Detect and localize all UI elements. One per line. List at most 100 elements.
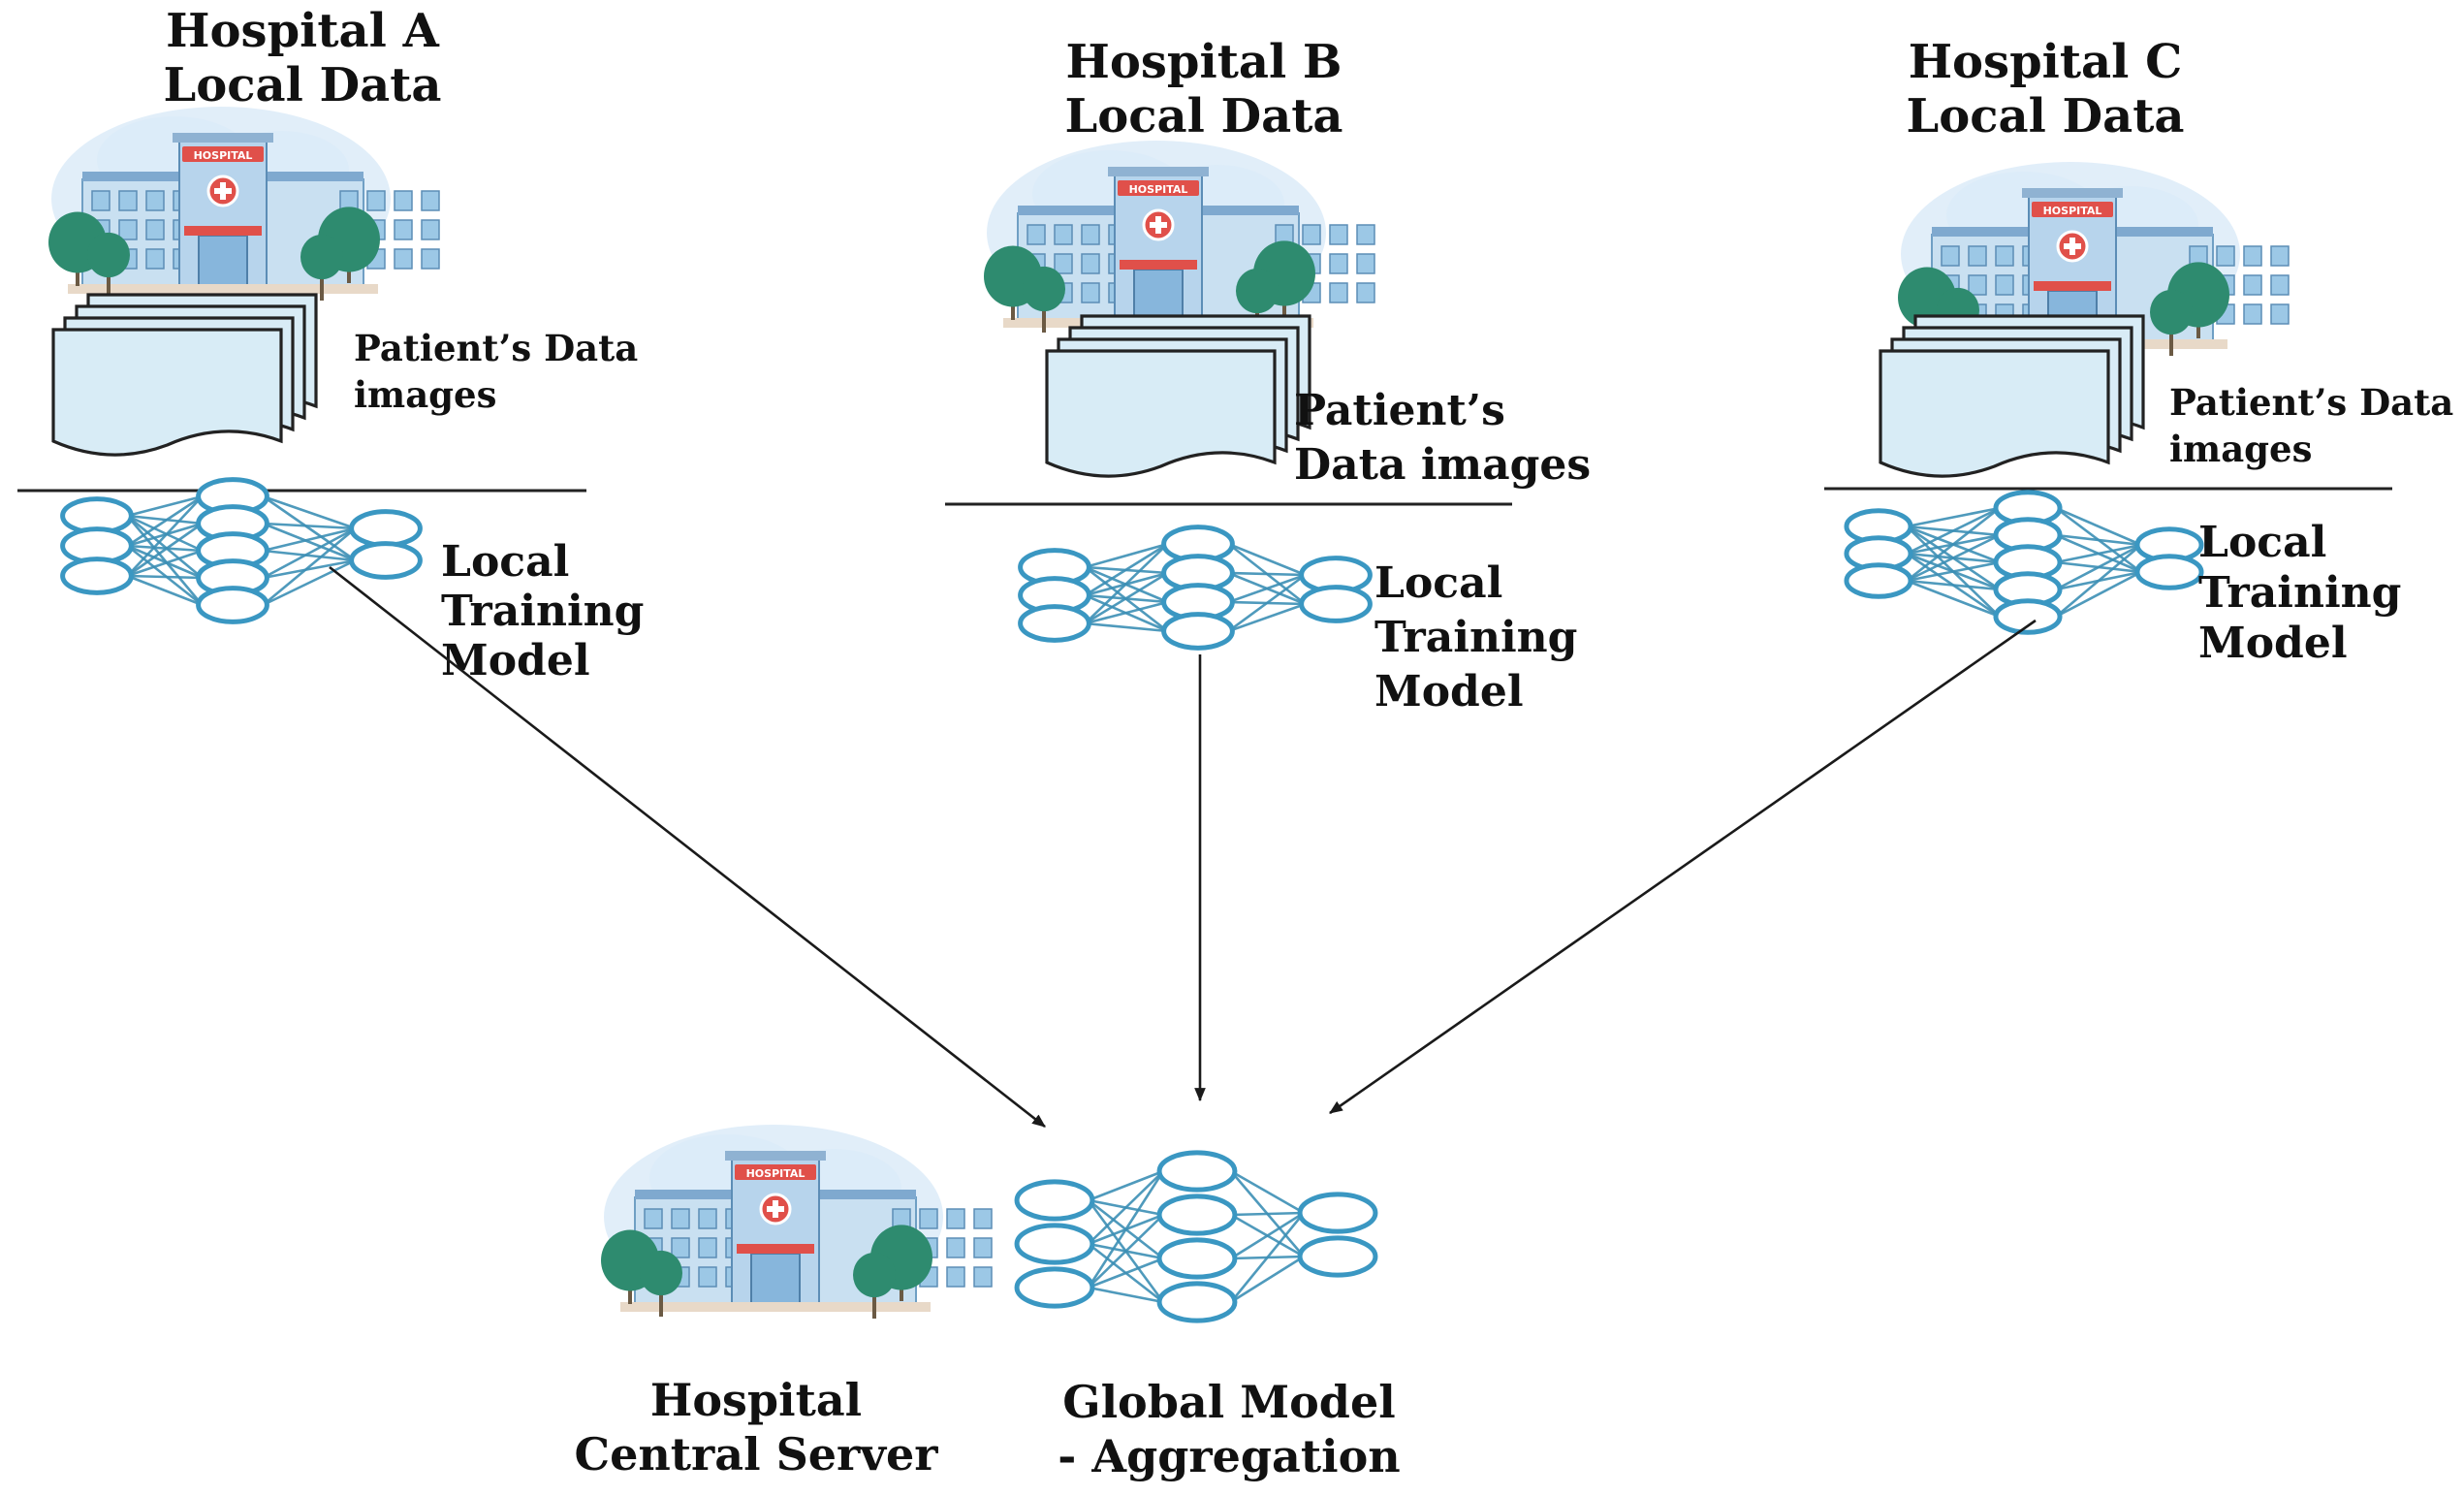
network-edge xyxy=(2055,543,2142,564)
hospital-b-document-stack-icon xyxy=(1045,314,1311,478)
window xyxy=(1054,253,1073,274)
tower-roof xyxy=(2022,188,2123,198)
network-node xyxy=(1297,1235,1378,1278)
hospital-sign xyxy=(182,146,264,162)
window xyxy=(421,219,440,240)
global-model-neural-network-icon xyxy=(1014,1150,1378,1323)
window xyxy=(2243,274,2262,296)
window xyxy=(973,1237,993,1258)
network-node xyxy=(1297,1192,1378,1234)
arrow-hospital-c-to-global xyxy=(1329,619,2037,1115)
hospital-sign-text: HOSPITAL xyxy=(194,149,253,162)
hospital-b-data-label-2: Data images xyxy=(1294,440,1591,490)
network-edge xyxy=(2055,533,2142,547)
tower-roof xyxy=(725,1151,826,1161)
network-edge xyxy=(2055,544,2142,618)
network-node xyxy=(1156,1194,1238,1236)
hospital-a-data-label: Patient’s Data xyxy=(354,327,638,369)
hospital-sign xyxy=(735,1164,816,1180)
tree-canopy xyxy=(300,234,343,280)
hospital-a-model-label-3: Model xyxy=(441,636,590,685)
hospital-a-building-icon: HOSPITAL xyxy=(48,107,440,301)
window xyxy=(1356,282,1375,303)
hospital-c-model-label: Local xyxy=(2198,518,2326,567)
window xyxy=(1081,282,1100,303)
hospital-b-building-icon: HOSPITAL xyxy=(984,141,1375,334)
network-edge xyxy=(126,549,204,578)
tree-canopy xyxy=(87,232,130,278)
window xyxy=(394,248,413,270)
network-edge xyxy=(126,544,204,607)
window xyxy=(1356,224,1375,245)
hospital-b-data-label: Patient’s xyxy=(1294,386,1505,435)
hospital-c-model-label-2: Training xyxy=(2198,568,2401,618)
hospital-sign xyxy=(2032,202,2113,217)
window xyxy=(118,190,138,211)
network-edge xyxy=(1906,579,2001,619)
window xyxy=(1054,224,1073,245)
network-node xyxy=(1014,1223,1095,1265)
central-server-label: Hospital xyxy=(650,1374,862,1426)
network-node xyxy=(60,557,134,595)
network-node xyxy=(1993,598,2063,635)
network-edge xyxy=(263,558,356,580)
ground xyxy=(68,284,378,294)
window xyxy=(1356,253,1375,274)
window xyxy=(671,1208,690,1229)
window xyxy=(973,1266,993,1288)
network-edge xyxy=(126,515,204,606)
entrance-canopy xyxy=(2034,281,2111,291)
entrance-canopy xyxy=(737,1244,814,1254)
network-edge xyxy=(1227,602,1307,633)
network-edge xyxy=(1906,560,2001,583)
hospital-c-title: Hospital C xyxy=(1909,35,2183,89)
network-edge xyxy=(1230,1255,1305,1304)
window xyxy=(1329,253,1348,274)
hospital-a-model-label: Local xyxy=(441,537,569,587)
document-sheet xyxy=(1045,349,1277,478)
network-node xyxy=(1014,1179,1095,1222)
network-edge xyxy=(262,494,357,562)
window xyxy=(1329,282,1348,303)
network-edge xyxy=(1227,542,1307,577)
network-edge xyxy=(262,526,357,607)
network-edge xyxy=(1906,506,2001,556)
window xyxy=(1081,253,1100,274)
network-edge xyxy=(127,574,203,580)
window xyxy=(671,1237,690,1258)
network-edge xyxy=(1085,542,1168,569)
hospital-a-model-label-2: Training xyxy=(441,587,644,636)
window xyxy=(394,190,413,211)
arrow-hospital-a-to-global xyxy=(329,565,1046,1129)
hospital-c-data-label-2: images xyxy=(2169,428,2312,470)
hospital-a-document-stack-icon xyxy=(51,293,318,457)
cross-bar xyxy=(214,188,232,194)
hospital-b-subtitle: Local Data xyxy=(1064,89,1343,143)
entrance-door xyxy=(1133,269,1184,321)
hospital-sign-text: HOSPITAL xyxy=(746,1167,806,1180)
network-edge xyxy=(1085,621,1168,633)
network-edge xyxy=(1230,1211,1305,1217)
window xyxy=(1968,245,1987,267)
ground xyxy=(620,1302,931,1312)
window xyxy=(1027,224,1046,245)
network-node xyxy=(1299,585,1373,623)
window xyxy=(2243,303,2262,325)
network-edge xyxy=(126,544,204,580)
hospital-c-subtitle: Local Data xyxy=(1906,89,2184,143)
window xyxy=(394,219,413,240)
network-edge xyxy=(2055,570,2142,619)
window xyxy=(973,1208,993,1229)
hospital-b-model-label: Local xyxy=(1374,558,1502,608)
network-node xyxy=(1161,612,1235,651)
network-edge xyxy=(1088,1214,1164,1289)
window xyxy=(644,1208,663,1229)
hospital-b: Hospital B Local Data HOSPITAL Patient’s… xyxy=(945,35,1591,716)
hospital-c: Hospital C Local Data HOSPITAL Patient’s… xyxy=(1824,35,2453,668)
tree-canopy xyxy=(2150,289,2193,335)
window xyxy=(1329,224,1348,245)
central-server: HOSPITAL Hospital Central Server xyxy=(574,1125,993,1480)
network-edge xyxy=(1228,571,1306,577)
network-edge xyxy=(262,522,357,562)
network-edge xyxy=(1906,533,2001,583)
